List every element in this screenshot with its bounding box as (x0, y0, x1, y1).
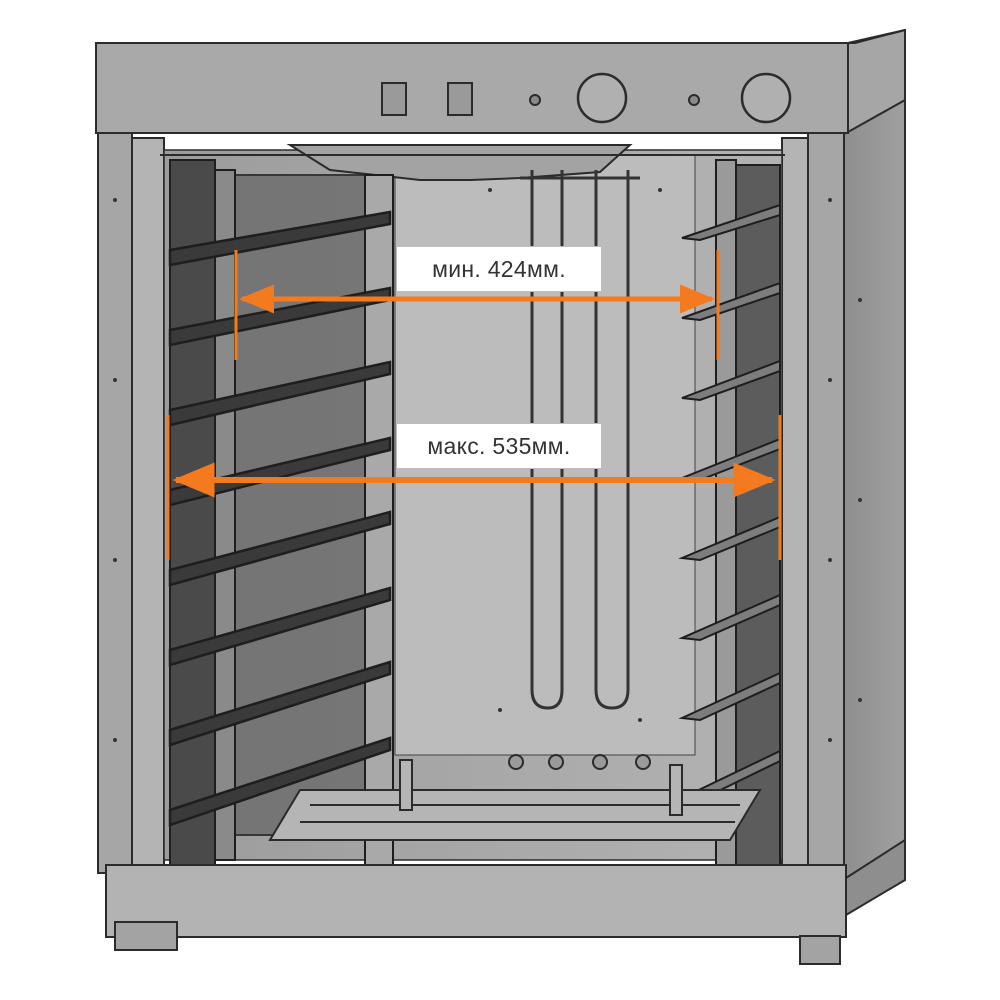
switch-2-rectangular-switch-icon (447, 82, 473, 116)
foot-left (114, 921, 178, 951)
left-rack (168, 159, 394, 866)
switch-1-rectangular-switch-icon (381, 82, 407, 116)
heating-element-right (594, 170, 630, 710)
dimension-max (166, 415, 782, 560)
foot-right (799, 935, 841, 965)
fan-hood (286, 144, 633, 181)
rivets (113, 188, 862, 742)
right-post (807, 132, 845, 874)
right-rack (678, 159, 781, 866)
base (105, 864, 847, 938)
side-panel (841, 98, 906, 917)
dimension-min (234, 250, 720, 360)
bottom-tray (268, 754, 762, 841)
min-width-label: мин. 424мм. (396, 246, 602, 292)
indicator-light-1 (529, 94, 541, 106)
knob-2-round-knob-icon (740, 72, 792, 124)
right-inner-post (781, 137, 809, 874)
indicator-light-2 (688, 94, 700, 106)
max-width-label: макс. 535мм. (396, 423, 602, 469)
left-inner-post (131, 137, 165, 874)
knob-1-round-knob-icon (576, 72, 628, 124)
left-post (97, 132, 133, 874)
heating-element-left (530, 170, 564, 710)
